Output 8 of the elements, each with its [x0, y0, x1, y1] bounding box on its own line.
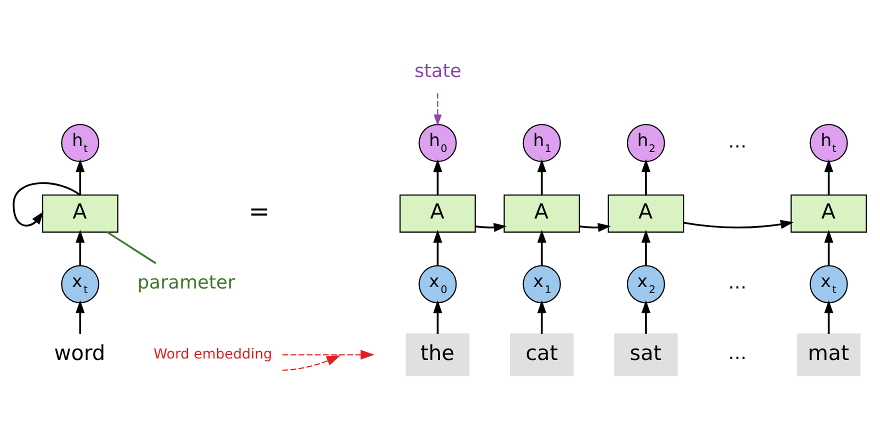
node-text: state — [414, 60, 462, 82]
label: = — [248, 196, 270, 227]
node-text: parameter — [137, 272, 236, 294]
label: … — [728, 130, 747, 152]
label: … — [728, 272, 747, 294]
node-text: Word embedding — [154, 346, 272, 362]
label: … — [728, 342, 747, 364]
node-text: word — [54, 340, 106, 364]
